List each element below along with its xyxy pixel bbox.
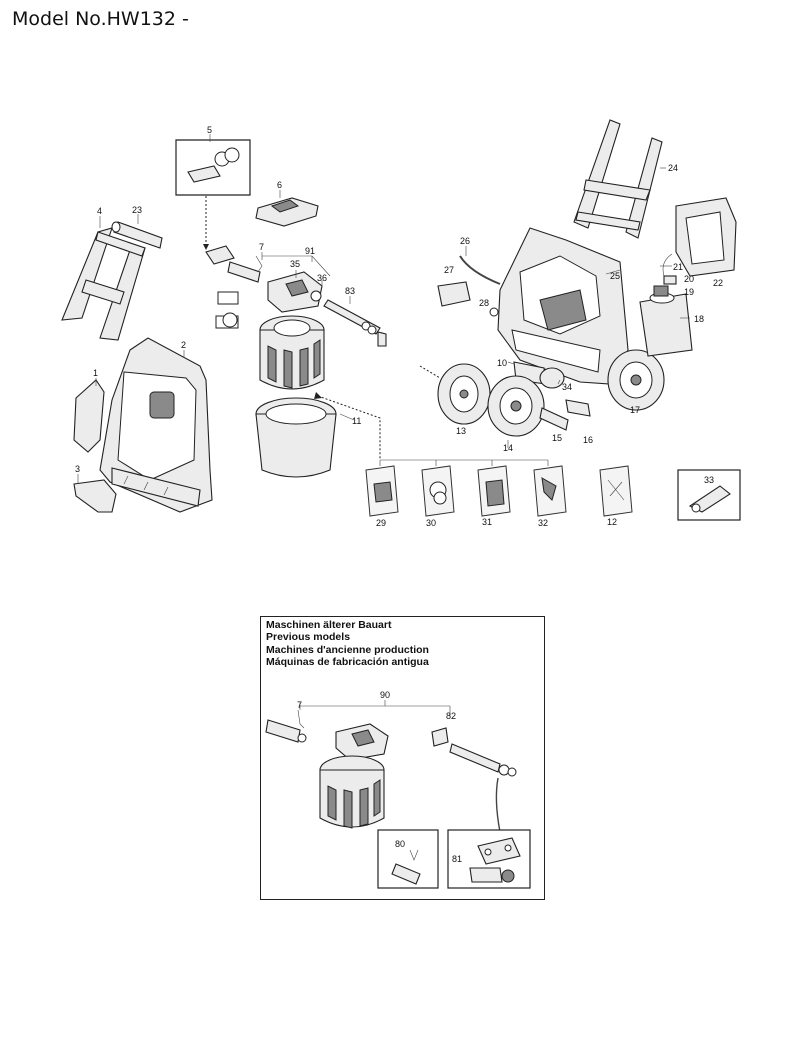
inset-callout-81: 81 — [452, 854, 462, 864]
part-reel-disc-13 — [419, 363, 491, 425]
callout-7: 7 — [259, 242, 264, 252]
part-motor-housing — [255, 397, 337, 478]
callout-36: 36 — [317, 273, 327, 283]
callout-17: 17 — [630, 405, 640, 415]
callout-35: 35 — [290, 259, 300, 269]
part-handle-grip — [111, 221, 163, 249]
part-kit-bag-30 — [421, 465, 455, 517]
callout-24: 24 — [668, 163, 678, 173]
inset-heading-es: Máquinas de fabricación antigua — [266, 655, 429, 668]
callout-1: 1 — [93, 368, 98, 378]
part-main-frame — [497, 227, 629, 385]
callout-83: 83 — [345, 286, 355, 296]
callout-3: 3 — [75, 464, 80, 474]
part-bracket-22 — [675, 197, 737, 277]
callout-5: 5 — [207, 125, 212, 135]
inset-diagram: 7 90 82 80 81 — [265, 690, 531, 889]
part-valve-block — [255, 197, 319, 227]
callout-19: 19 — [684, 287, 694, 297]
callout-20: 20 — [684, 274, 694, 284]
callout-31: 31 — [482, 517, 492, 527]
callout-16: 16 — [583, 435, 593, 445]
part-kit-bag-32 — [533, 465, 567, 517]
callout-91: 91 — [305, 246, 315, 256]
callout-30: 30 — [426, 518, 436, 528]
callout-2: 2 — [181, 340, 186, 350]
callout-21: 21 — [673, 262, 683, 272]
callout-25: 25 — [610, 271, 620, 281]
part-reel-14 — [487, 375, 545, 437]
inset-callout-82: 82 — [446, 711, 456, 721]
callout-13: 13 — [456, 426, 466, 436]
callout-27: 27 — [444, 265, 454, 275]
part-side-cover — [73, 379, 105, 453]
callout-22: 22 — [713, 278, 723, 288]
callout-4: 4 — [97, 206, 102, 216]
part-clip-28 — [489, 307, 499, 317]
inset-callout-80: 80 — [395, 839, 405, 849]
part-tank-cap — [662, 253, 677, 285]
part-kit-bag-29 — [365, 465, 399, 517]
part-kit-bag-31 — [477, 465, 511, 517]
callout-18: 18 — [694, 314, 704, 324]
part-hose-coupling — [175, 139, 251, 250]
part-coupling-33 — [677, 469, 741, 521]
callout-28: 28 — [479, 298, 489, 308]
callout-26: 26 — [460, 236, 470, 246]
part-detergent-tank — [639, 285, 693, 357]
inset-heading-de: Maschinen älterer Bauart — [266, 619, 392, 631]
part-handle — [61, 227, 146, 341]
part-back-frame — [573, 119, 663, 239]
part-kit-bag-12 — [599, 465, 633, 517]
inset-callout-7: 7 — [297, 700, 302, 710]
part-front-cover — [99, 337, 213, 513]
previous-models-inset — [260, 616, 545, 900]
callout-32: 32 — [538, 518, 548, 528]
part-piston-shaft — [323, 299, 387, 347]
inset-callout-90: 90 — [380, 690, 390, 700]
part-crank — [539, 399, 591, 431]
callout-33: 33 — [704, 475, 714, 485]
part-motor — [259, 315, 325, 390]
callout-29: 29 — [376, 518, 386, 528]
inset-headings: Maschinen älterer Bauart Previous models… — [266, 619, 429, 668]
callout-10: 10 — [497, 358, 507, 368]
part-clip — [73, 479, 117, 513]
inset-heading-fr: Machines d'ancienne production — [266, 643, 429, 656]
part-wheel-17 — [607, 349, 665, 411]
part-hose-26 — [459, 255, 501, 285]
callout-12: 12 — [607, 517, 617, 527]
callout-23: 23 — [132, 205, 142, 215]
callout-15: 15 — [552, 433, 562, 443]
part-inlet-fitting — [205, 245, 263, 283]
callout-labels: 5 6 4 23 7 91 35 36 83 2 1 3 11 29 30 31… — [75, 125, 723, 528]
model-number-heading: Model No.HW132 - — [12, 8, 189, 30]
callout-34: 34 — [562, 382, 572, 392]
leader-lines — [77, 134, 690, 484]
part-switch-27 — [437, 281, 471, 307]
part-pump-head — [215, 271, 323, 329]
inset-heading-en: Previous models — [266, 631, 351, 644]
callout-11: 11 — [352, 416, 361, 426]
callout-6: 6 — [277, 180, 282, 190]
callout-14: 14 — [503, 443, 513, 453]
